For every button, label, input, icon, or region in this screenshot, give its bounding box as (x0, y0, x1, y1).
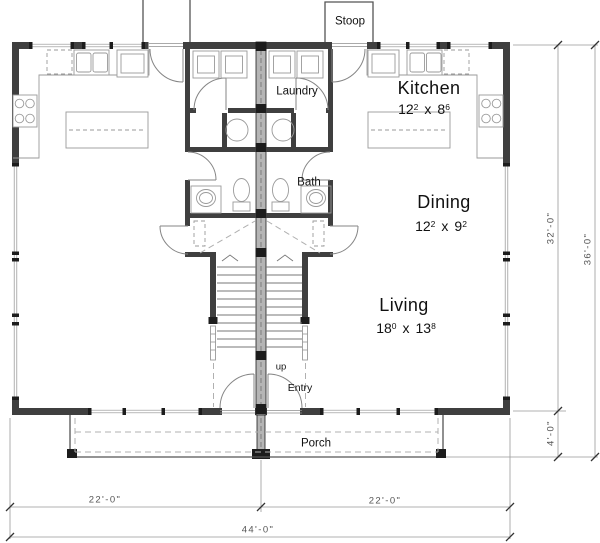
dim-left-unit-width: 22'-0" (88, 494, 122, 506)
party-wall (252, 41, 270, 459)
living-name: Living (379, 295, 429, 315)
refrigerator-left (116, 49, 149, 78)
kitchen-sink-left (73, 49, 110, 76)
stoop-door-left (149, 48, 184, 83)
stoop-label: Stoop (334, 15, 366, 28)
dryer-left (220, 50, 248, 79)
stair-rail-left (210, 325, 216, 361)
toilet-left (232, 178, 251, 212)
vestibule-shelf-right (312, 220, 325, 247)
bath-label: Bath (297, 176, 321, 189)
counter-right (366, 49, 503, 159)
dim-building-depth: 32'-0" (545, 211, 557, 245)
stove-left (12, 94, 38, 128)
counter-left (13, 49, 150, 159)
stoop-right-outline (324, 1, 374, 42)
dim-right-unit-width: 22'-0" (368, 495, 402, 507)
living-label: Living (379, 296, 428, 314)
porch-post-right (436, 449, 446, 458)
interior-walls (185, 49, 333, 324)
dim-overall-depth: 36'-0" (582, 232, 594, 266)
dim-porch-depth: 4'-0" (545, 420, 557, 446)
refrigerator-right (367, 49, 400, 78)
stoop-door-right (331, 48, 366, 83)
porch (67, 415, 446, 458)
porch-center-post (252, 449, 270, 459)
stoops (142, 0, 374, 42)
porch-roof-dashed (74, 418, 439, 453)
washer-left (192, 50, 220, 79)
vestibule-shelf-left (193, 220, 206, 247)
bath-door-left (187, 151, 217, 181)
toilet-right (271, 178, 290, 212)
closet-door-left (159, 225, 189, 255)
kitchen-label: Kitchen (398, 79, 461, 97)
stoop-left-outline (142, 0, 191, 42)
laundry-door-right (295, 77, 329, 111)
porch-post-left (67, 449, 77, 458)
staircase (193, 220, 325, 407)
dishwasher-left (46, 49, 73, 75)
laundry-appliances (192, 50, 324, 142)
water-heater-right (271, 118, 295, 142)
bath-sink-left (190, 185, 222, 214)
water-heater-left (225, 118, 249, 142)
dim-overall-width: 44'-0" (241, 524, 275, 536)
stove-right (478, 94, 504, 128)
entry-door-left (219, 373, 255, 409)
porch-label: Porch (300, 437, 332, 450)
dryer-right (296, 50, 324, 79)
bath-sink-right (300, 185, 332, 214)
kitchen-sink-right (406, 49, 443, 76)
laundry-label: Laundry (276, 85, 318, 98)
dining-label: Dining (417, 193, 470, 211)
closet-door-right (329, 225, 359, 255)
island-right (367, 111, 451, 149)
bath-left (190, 178, 251, 214)
stair-rail-right (302, 325, 308, 361)
bath-right (271, 178, 332, 214)
entry-label: Entry (287, 381, 313, 394)
dimension-lines (5, 40, 600, 542)
stair-break-marks (221, 254, 294, 262)
kitchen-left (12, 49, 150, 159)
laundry-door-left (193, 77, 227, 111)
doors (149, 48, 366, 409)
entry-door-right (267, 373, 303, 409)
windows (12, 42, 510, 415)
bath-door-right (301, 151, 331, 181)
kitchen-right (366, 49, 504, 159)
porch-outline (69, 415, 444, 458)
island-left (65, 111, 149, 149)
up-label: up (275, 361, 287, 373)
kitchen-name: Kitchen (397, 78, 461, 98)
washer-right (268, 50, 296, 79)
dishwasher-right (443, 49, 470, 75)
dining-name: Dining (417, 192, 471, 212)
